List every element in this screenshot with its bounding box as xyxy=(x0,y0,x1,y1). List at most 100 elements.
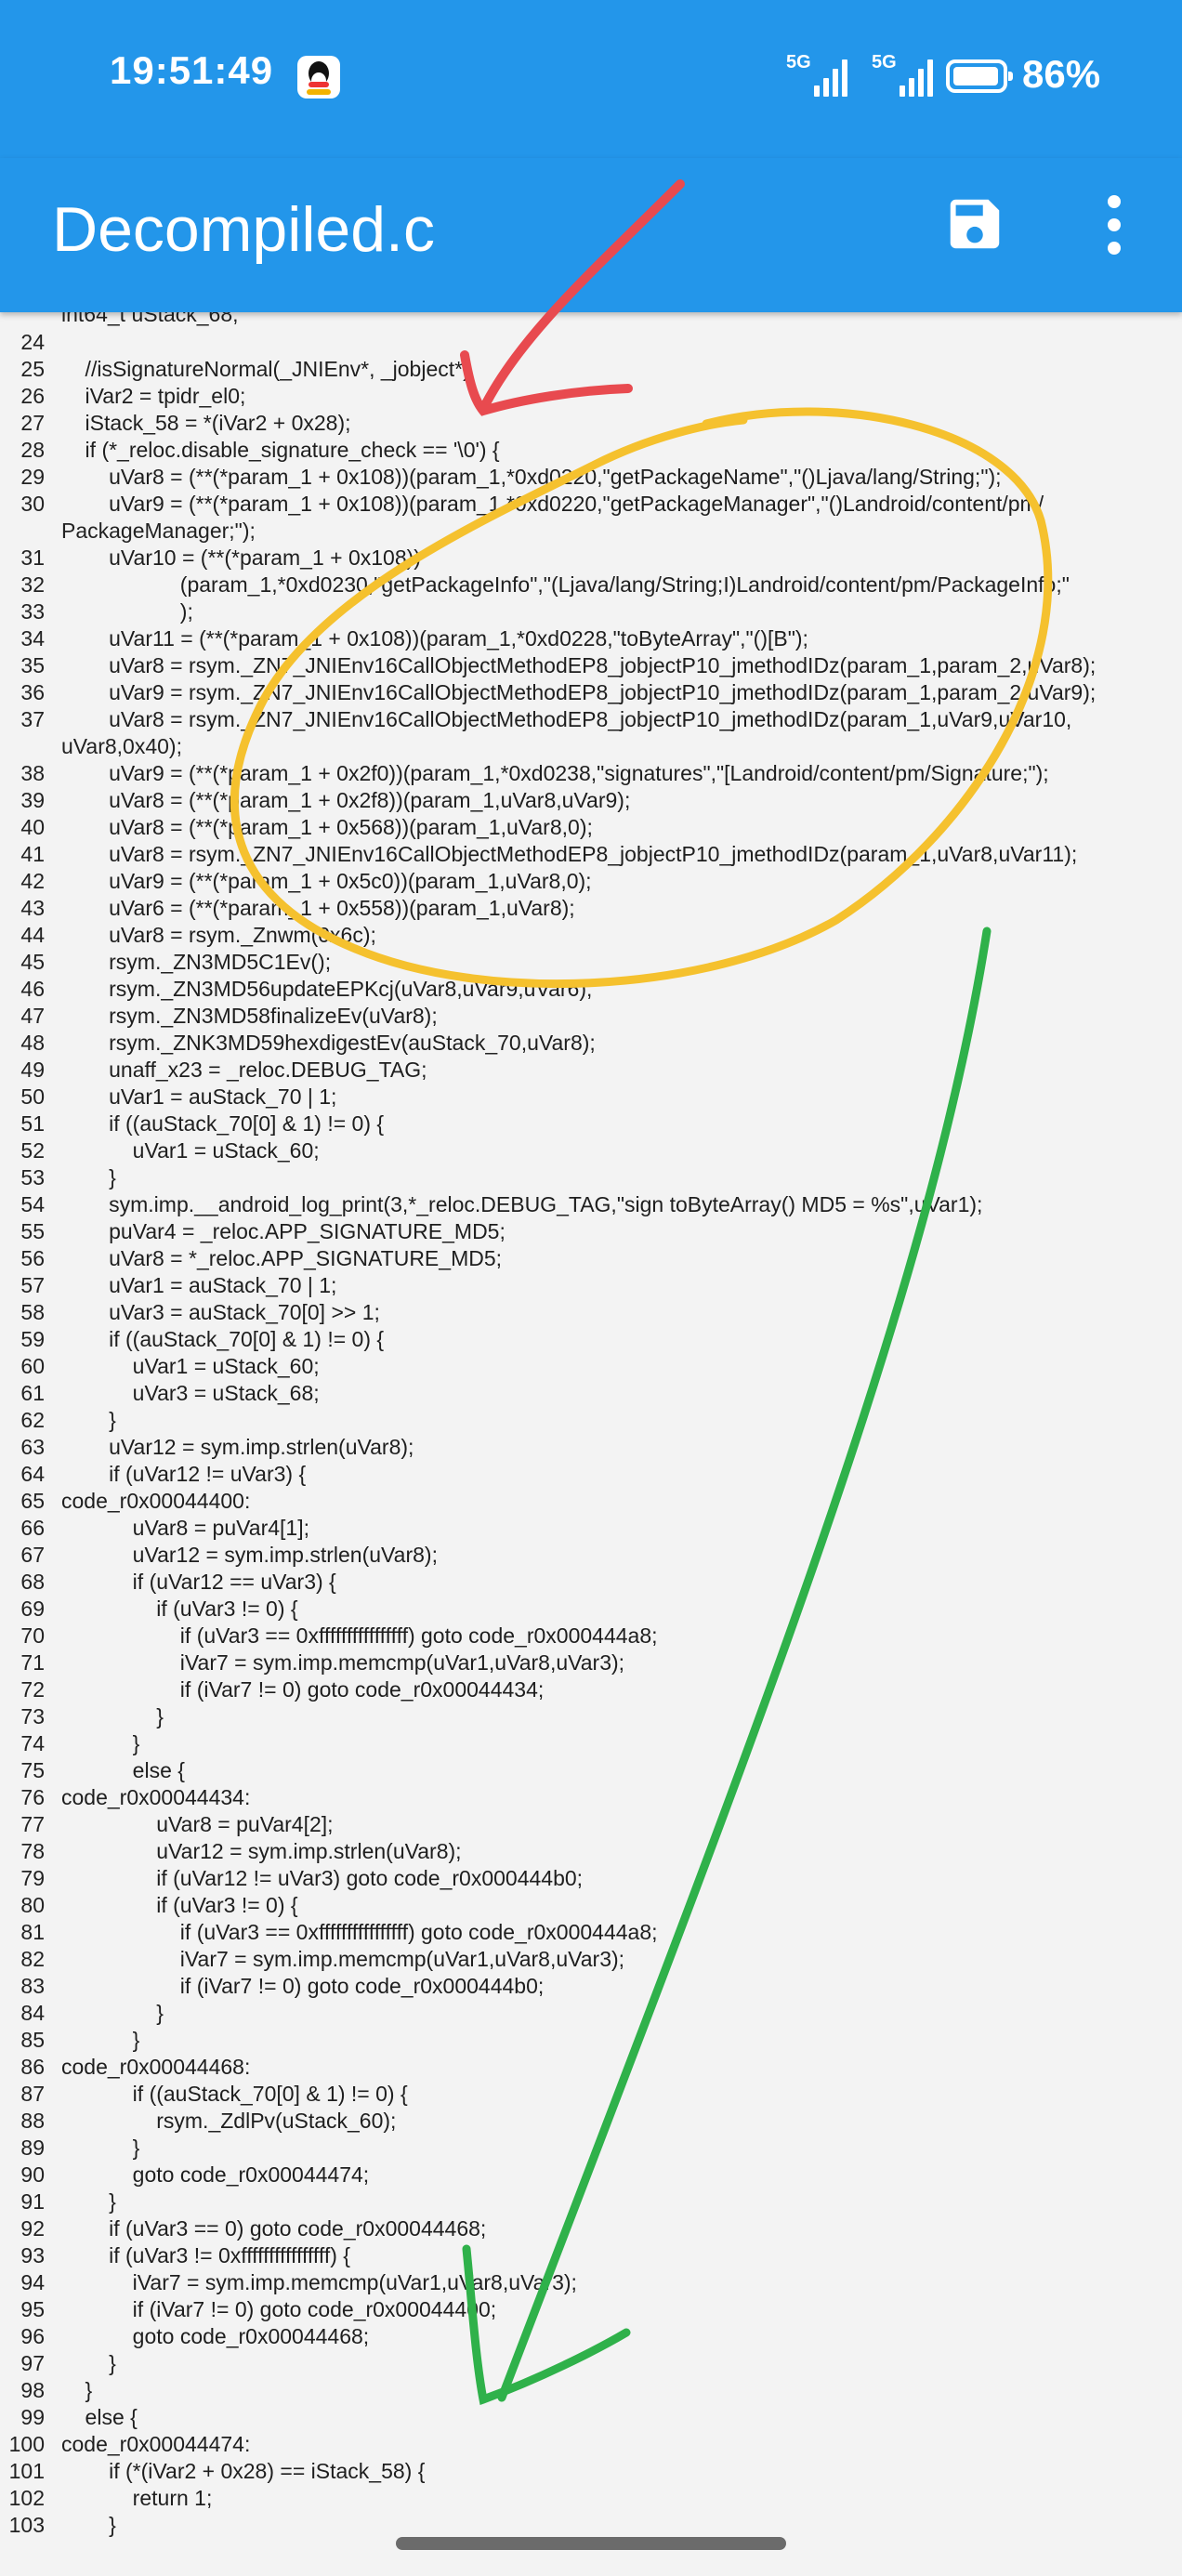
line-number: 90 xyxy=(20,2162,45,2187)
code-line: 58 uVar3 = auStack_70[0] >> 1; xyxy=(0,1299,1182,1326)
code-line: 77 uVar8 = puVar4[2]; xyxy=(0,1811,1182,1838)
line-number: 46 xyxy=(20,977,45,1001)
code-line: 70 if (uVar3 == 0xffffffffffffffff) goto… xyxy=(0,1623,1182,1649)
code-text: uVar8 = rsym._ZN7_JNIEnv16CallObjectMeth… xyxy=(61,842,1078,866)
code-line: 50 uVar1 = auStack_70 | 1; xyxy=(0,1084,1182,1111)
code-text: if (uVar12 == uVar3) { xyxy=(61,1570,336,1594)
more-options-button[interactable] xyxy=(1087,188,1139,262)
line-number: 27 xyxy=(20,411,45,435)
code-line: 25 //isSignatureNormal(_JNIEnv*, _jobjec… xyxy=(0,356,1182,383)
line-number: 63 xyxy=(20,1435,45,1459)
status-bar: 19:51:49 5G 5G 86% xyxy=(0,0,1182,158)
code-line: 28 if (*_reloc.disable_signature_check =… xyxy=(0,437,1182,464)
code-text: if ((auStack_70[0] & 1) != 0) { xyxy=(61,1327,385,1351)
code-text: iVar7 = sym.imp.memcmp(uVar1,uVar8,uVar3… xyxy=(61,1650,625,1675)
line-number: 91 xyxy=(20,2189,45,2214)
line-number: 42 xyxy=(20,869,45,893)
line-number: 100 xyxy=(8,2432,45,2456)
code-line: 67 uVar12 = sym.imp.strlen(uVar8); xyxy=(0,1542,1182,1569)
code-line: 78 uVar12 = sym.imp.strlen(uVar8); xyxy=(0,1838,1182,1865)
code-text: code_r0x00044474: xyxy=(61,2432,251,2456)
line-number: 38 xyxy=(20,761,45,785)
code-line: 81 if (uVar3 == 0xffffffffffffffff) goto… xyxy=(0,1919,1182,1946)
code-line: 49 unaff_x23 = _reloc.DEBUG_TAG; xyxy=(0,1057,1182,1084)
code-text: if (uVar3 == 0) goto code_r0x00044468; xyxy=(61,2216,487,2241)
line-number: 76 xyxy=(20,1785,45,1809)
code-text: uVar9 = (**(*param_1 + 0x5c0))(param_1,u… xyxy=(61,869,592,893)
signal-2-label: 5G xyxy=(872,52,897,72)
code-line: 80 if (uVar3 != 0) { xyxy=(0,1892,1182,1919)
code-line: 75 else { xyxy=(0,1757,1182,1784)
signal-1-label: 5G xyxy=(786,52,811,72)
code-text: } xyxy=(61,2351,116,2375)
line-number: 85 xyxy=(20,2028,45,2052)
code-text: else { xyxy=(61,2405,138,2429)
line-number: 82 xyxy=(20,1947,45,1971)
code-text: iVar2 = tpidr_el0; xyxy=(61,384,246,408)
code-line: 41 uVar8 = rsym._ZN7_JNIEnv16CallObjectM… xyxy=(0,841,1182,868)
line-number: 101 xyxy=(8,2459,45,2483)
code-line: PackageManager;"); xyxy=(0,518,1182,545)
code-line: 94 iVar7 = sym.imp.memcmp(uVar1,uVar8,uV… xyxy=(0,2269,1182,2296)
code-line: 100 code_r0x00044474: xyxy=(0,2431,1182,2458)
code-line: 95 if (iVar7 != 0) goto code_r0x00044400… xyxy=(0,2296,1182,2323)
code-line: 55 puVar4 = _reloc.APP_SIGNATURE_MD5; xyxy=(0,1218,1182,1245)
line-number: 53 xyxy=(20,1165,45,1189)
line-number: 64 xyxy=(20,1462,45,1486)
line-number: 92 xyxy=(20,2216,45,2241)
code-line: 89 } xyxy=(0,2135,1182,2162)
code-text: rsym._ZNK3MD59hexdigestEv(auStack_70,uVa… xyxy=(61,1031,596,1055)
battery-icon xyxy=(946,59,1013,93)
code-text: uVar9 = rsym._ZN7_JNIEnv16CallObjectMeth… xyxy=(61,680,1097,704)
line-number: 93 xyxy=(20,2243,45,2267)
code-line: 71 iVar7 = sym.imp.memcmp(uVar1,uVar8,uV… xyxy=(0,1649,1182,1676)
signal-1-icon: 5G xyxy=(786,52,847,97)
line-number: 43 xyxy=(20,896,45,920)
code-text: if (uVar3 == 0xffffffffffffffff) goto co… xyxy=(61,1623,658,1648)
line-number: 71 xyxy=(20,1650,45,1675)
line-number: 35 xyxy=(20,653,45,677)
code-line: 29 uVar8 = (**(*param_1 + 0x108))(param_… xyxy=(0,464,1182,491)
code-text: rsym._ZN3MD5C1Ev(); xyxy=(61,950,332,974)
code-text: if (uVar12 != uVar3) goto code_r0x000444… xyxy=(61,1866,584,1890)
line-number: 40 xyxy=(20,815,45,839)
line-number: 57 xyxy=(20,1273,45,1297)
line-number: 62 xyxy=(20,1408,45,1432)
home-indicator[interactable] xyxy=(396,2537,786,2550)
code-text: uVar8 = puVar4[1]; xyxy=(61,1516,309,1540)
save-button[interactable] xyxy=(942,191,1007,256)
line-number: 60 xyxy=(20,1354,45,1378)
code-text: uVar10 = (**(*param_1 + 0x108)) xyxy=(61,545,421,570)
code-line: 38 uVar9 = (**(*param_1 + 0x2f0))(param_… xyxy=(0,760,1182,787)
code-line: 69 if (uVar3 != 0) { xyxy=(0,1596,1182,1623)
qq-notification-icon xyxy=(297,56,340,99)
line-number: 88 xyxy=(20,2109,45,2133)
code-text: if ((auStack_70[0] & 1) != 0) { xyxy=(61,1111,385,1136)
line-number: 51 xyxy=(20,1111,45,1136)
code-line: 56 uVar8 = *_reloc.APP_SIGNATURE_MD5; xyxy=(0,1245,1182,1272)
code-line: 44 uVar8 = rsym._Znwm(0x6c); xyxy=(0,922,1182,949)
line-number: 79 xyxy=(20,1866,45,1890)
code-text: uVar12 = sym.imp.strlen(uVar8); xyxy=(61,1543,438,1567)
line-number: 33 xyxy=(20,599,45,624)
code-line: 72 if (iVar7 != 0) goto code_r0x00044434… xyxy=(0,1676,1182,1703)
line-number: 61 xyxy=(20,1381,45,1405)
code-text: code_r0x00044434: xyxy=(61,1785,251,1809)
line-number: 96 xyxy=(20,2324,45,2348)
line-number: 102 xyxy=(8,2486,45,2510)
line-number: 59 xyxy=(20,1327,45,1351)
code-line: 53 } xyxy=(0,1164,1182,1191)
code-text: } xyxy=(61,1408,116,1432)
code-text: if (uVar3 != 0xffffffffffffffff) { xyxy=(61,2243,350,2267)
code-line: 43 uVar6 = (**(*param_1 + 0x558))(param_… xyxy=(0,895,1182,922)
line-number: 98 xyxy=(20,2378,45,2402)
code-text: code_r0x00044400: xyxy=(61,1489,251,1513)
code-line: 103 } xyxy=(0,2512,1182,2539)
line-number: 37 xyxy=(20,707,45,731)
code-line: 97 } xyxy=(0,2350,1182,2377)
code-text: uVar8 = puVar4[2]; xyxy=(61,1812,334,1836)
line-number: 68 xyxy=(20,1570,45,1594)
code-line: 96 goto code_r0x00044468; xyxy=(0,2323,1182,2350)
